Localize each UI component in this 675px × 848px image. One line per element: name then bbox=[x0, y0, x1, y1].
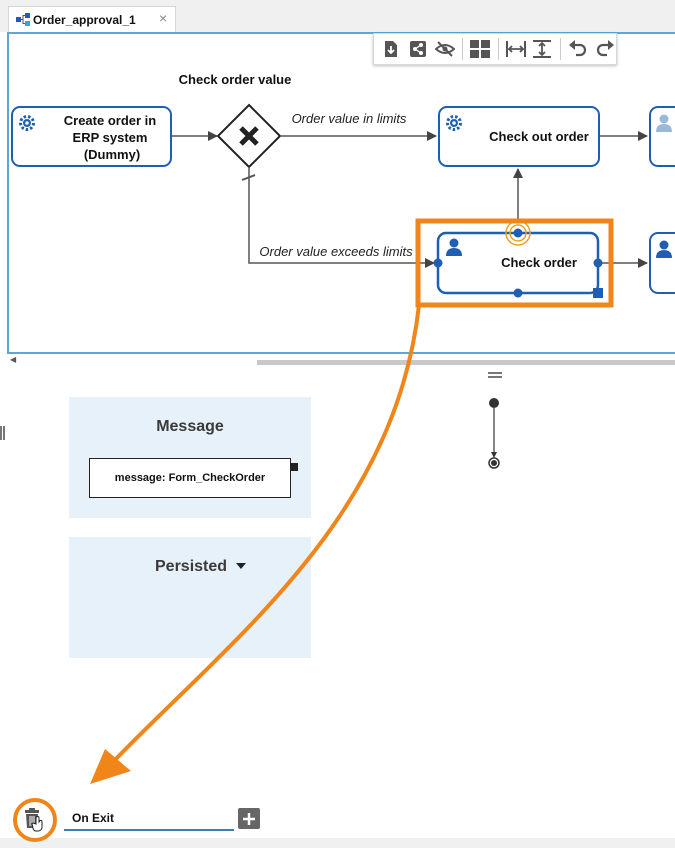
tab-bar: Order_approval_1 × bbox=[0, 0, 675, 32]
hide-icon bbox=[434, 41, 455, 57]
grid-layout-icon bbox=[470, 40, 491, 58]
task-create-order[interactable]: Create order in ERP system (Dummy) bbox=[11, 106, 172, 167]
toolbar-separator bbox=[461, 38, 463, 60]
resize-handle-top[interactable] bbox=[513, 228, 523, 238]
annotation-arrow bbox=[108, 304, 421, 767]
plus-icon bbox=[243, 812, 255, 825]
tab-close-icon[interactable]: × bbox=[159, 10, 168, 26]
message-port[interactable] bbox=[290, 463, 298, 471]
user-icon bbox=[656, 114, 672, 132]
diagram-canvas[interactable]: Create order in ERP system (Dummy) Check… bbox=[7, 32, 675, 354]
scrollbar-thumb[interactable] bbox=[257, 360, 675, 365]
tab-title: Order_approval_1 bbox=[33, 13, 136, 27]
export-icon bbox=[385, 41, 398, 57]
diagram-toolbar bbox=[373, 33, 617, 65]
redo-button[interactable] bbox=[593, 37, 616, 61]
flow-exceeds-label: Order value exceeds limits bbox=[259, 244, 413, 259]
chevron-down-icon[interactable] bbox=[236, 563, 246, 569]
process-icon bbox=[16, 13, 30, 26]
start-node[interactable] bbox=[489, 398, 499, 408]
toolbar-separator bbox=[497, 38, 499, 60]
message-panel: Message message: Form_CheckOrder bbox=[69, 397, 311, 518]
persisted-panel: Persisted bbox=[69, 537, 311, 658]
task-check-out-order-label: Check out order bbox=[489, 129, 589, 144]
service-gear-icon bbox=[19, 115, 35, 131]
canvas-horizontal-scrollbar[interactable]: ◀ bbox=[7, 355, 675, 367]
message-panel-title: Message bbox=[156, 418, 224, 435]
end-node[interactable] bbox=[488, 457, 500, 469]
on-exit-underline bbox=[64, 829, 234, 831]
task-create-order-line-1: Create order in bbox=[64, 113, 157, 128]
process-diagram: Create order in ERP system (Dummy) Check… bbox=[11, 72, 675, 298]
task-check-order[interactable]: Check order bbox=[436, 231, 600, 295]
gateway-label: Check order value bbox=[179, 72, 292, 87]
user-icon bbox=[656, 240, 672, 258]
fit-height-icon bbox=[533, 40, 552, 58]
hide-button[interactable] bbox=[433, 37, 456, 61]
fit-width-button[interactable] bbox=[504, 37, 527, 61]
resize-handle-bottom[interactable] bbox=[513, 288, 523, 298]
export-button[interactable] bbox=[380, 37, 403, 61]
annotation-arrow-head bbox=[90, 749, 131, 784]
resize-handle-left[interactable] bbox=[433, 258, 443, 268]
task-create-order-line-3: (Dummy) bbox=[84, 147, 140, 162]
grid-layout-button[interactable] bbox=[469, 37, 492, 61]
fit-height-button[interactable] bbox=[531, 37, 554, 61]
panel-split-handle[interactable] bbox=[488, 372, 502, 379]
flow-in-limits-label: Order value in limits bbox=[292, 111, 407, 126]
left-panel-handle[interactable] bbox=[0, 426, 6, 442]
tab-order-approval[interactable]: Order_approval_1 × bbox=[8, 6, 176, 32]
mini-flow-diagram bbox=[488, 398, 500, 469]
task-check-out-order[interactable]: Check out order bbox=[438, 106, 600, 167]
scroll-left-icon[interactable]: ◀ bbox=[10, 355, 17, 364]
task-next-partial-bottom[interactable] bbox=[649, 232, 675, 294]
task-check-order-label: Check order bbox=[501, 255, 577, 270]
toolbar-separator bbox=[559, 38, 561, 60]
resize-handle-corner[interactable] bbox=[593, 288, 603, 298]
task-next-partial-top[interactable] bbox=[649, 106, 675, 167]
share-button[interactable] bbox=[407, 37, 430, 61]
fit-width-icon bbox=[505, 41, 526, 57]
undo-button[interactable] bbox=[567, 37, 590, 61]
share-icon bbox=[409, 41, 426, 57]
task-create-order-line-2: ERP system bbox=[73, 130, 148, 145]
service-gear-icon bbox=[446, 115, 462, 131]
on-exit-label[interactable]: On Exit bbox=[72, 811, 115, 825]
default-flow-marker bbox=[241, 174, 256, 181]
persisted-panel-title: Persisted bbox=[155, 558, 228, 575]
bottom-strip bbox=[0, 838, 675, 848]
add-button[interactable] bbox=[238, 808, 260, 829]
redo-icon bbox=[596, 40, 614, 57]
trash-icon[interactable] bbox=[23, 808, 45, 832]
flow-exceeds-limits[interactable] bbox=[248, 167, 435, 268]
message-field[interactable]: message: Form_CheckOrder bbox=[89, 458, 291, 498]
footer-row: On Exit bbox=[0, 796, 675, 836]
exclusive-gateway[interactable] bbox=[216, 103, 282, 169]
undo-icon bbox=[568, 40, 586, 57]
